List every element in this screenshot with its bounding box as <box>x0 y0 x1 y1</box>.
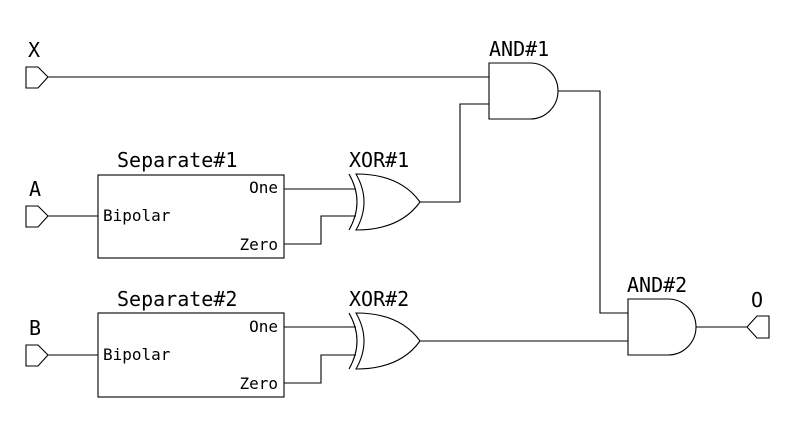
input-label-a: A <box>29 177 41 201</box>
input-label-x: X <box>28 38 40 62</box>
xor1-title: XOR#1 <box>349 148 409 172</box>
xor1-extra-curve <box>348 173 358 231</box>
wire-separate1-zero-to-xor1 <box>284 215 356 245</box>
separate2-box <box>97 312 285 398</box>
input-pin-x <box>25 66 49 89</box>
wire-separate2-zero-to-xor2 <box>284 354 356 384</box>
and1-title: AND#1 <box>489 37 549 61</box>
input-pin-b <box>25 344 49 367</box>
wire-and1-to-and2 <box>558 90 628 314</box>
input-b: B <box>25 316 49 367</box>
xor1-body <box>355 173 421 231</box>
and2-gate: AND#2 <box>627 273 697 356</box>
separate2-port-bipolar: Bipolar <box>103 345 171 364</box>
xor2-body <box>355 312 421 370</box>
wire-xor1-to-and1 <box>420 103 489 203</box>
separate1-port-one: One <box>249 178 278 197</box>
and1-body <box>488 62 559 120</box>
output-o: O <box>746 288 770 339</box>
input-x: X <box>25 38 49 89</box>
xor1-gate: XOR#1 <box>348 148 421 231</box>
xor2-extra-curve <box>348 312 358 370</box>
xor2-title: XOR#2 <box>349 287 409 311</box>
separate1-title: Separate#1 <box>117 148 237 172</box>
separate1-box <box>97 174 285 259</box>
separate1-port-bipolar: Bipolar <box>103 206 171 225</box>
separate2-port-zero: Zero <box>239 374 278 393</box>
separate1-port-zero: Zero <box>239 235 278 254</box>
output-pin-o <box>746 315 770 339</box>
output-label-o: O <box>751 288 763 312</box>
wires <box>48 76 747 384</box>
separate2-block: Separate#2 Bipolar One Zero <box>97 287 285 398</box>
input-a: A <box>25 177 49 228</box>
input-pin-a <box>25 205 49 228</box>
separate1-block: Separate#1 Bipolar One Zero <box>97 148 285 259</box>
separate2-port-one: One <box>249 317 278 336</box>
and2-title: AND#2 <box>627 273 687 297</box>
input-label-b: B <box>29 316 41 340</box>
and2-body <box>627 298 697 356</box>
separate2-title: Separate#2 <box>117 287 237 311</box>
xor2-gate: XOR#2 <box>348 287 421 370</box>
and1-gate: AND#1 <box>488 37 559 120</box>
